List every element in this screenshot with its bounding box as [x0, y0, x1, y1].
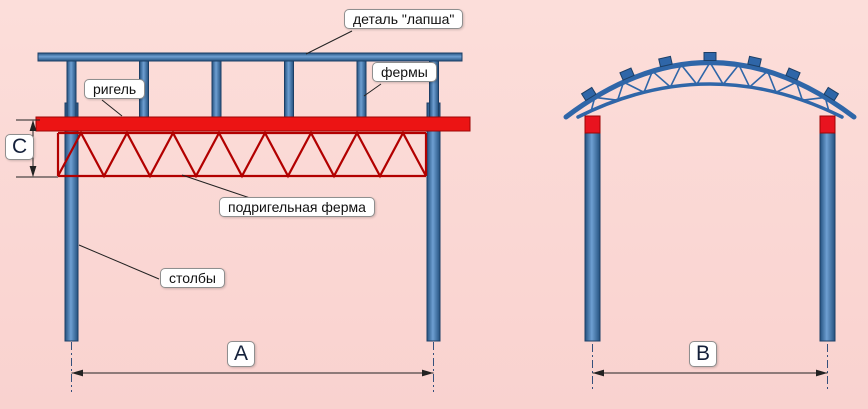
dimension-a	[71, 342, 434, 392]
podrigelnaya-truss	[56, 130, 428, 179]
label-stolby: столбы	[160, 268, 225, 288]
dimension-b	[592, 344, 828, 392]
right-columns	[584, 115, 836, 342]
dimension-b-label: В	[689, 341, 718, 367]
leader-lines	[78, 30, 382, 280]
label-rigel: ригель	[84, 79, 146, 99]
label-podrigelnaya-ferma: подригельная ферма	[219, 197, 375, 217]
rigel-beam	[35, 116, 471, 132]
label-fermy: фермы	[372, 62, 437, 82]
lapsha-rail	[37, 52, 463, 62]
dimension-a-label: А	[227, 341, 256, 367]
label-detail-lapsha: деталь "лапша"	[344, 9, 464, 29]
arch-truss	[563, 52, 857, 120]
left-columns	[64, 102, 441, 342]
dimension-c-label: С	[5, 134, 35, 160]
